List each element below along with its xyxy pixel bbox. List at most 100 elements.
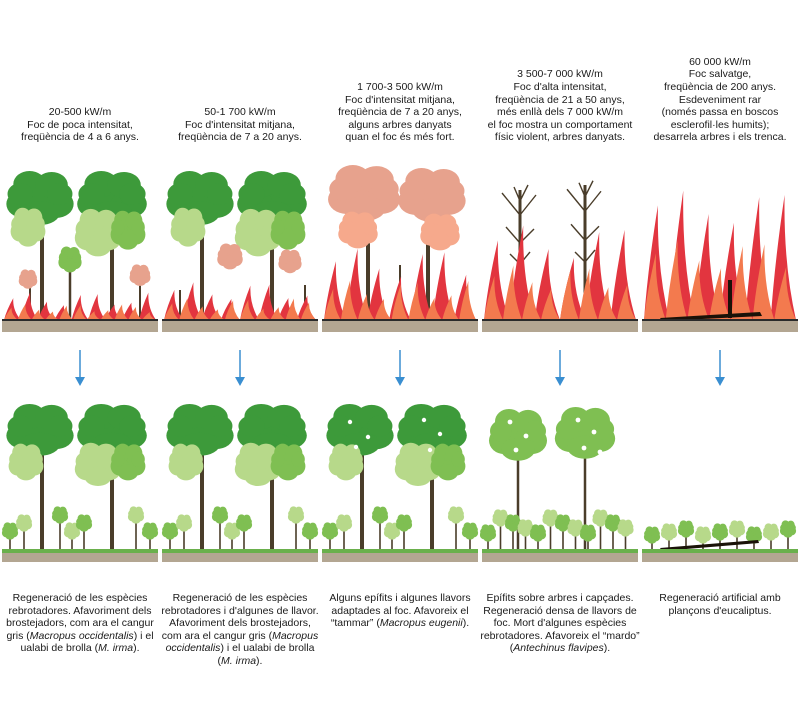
epiphyte	[353, 444, 359, 450]
ground	[482, 552, 638, 562]
sapling-crown	[235, 514, 253, 532]
tree-trunk	[200, 437, 204, 552]
species-name: Macropus occidentalis	[29, 629, 134, 642]
sapling	[383, 522, 401, 552]
sapling	[395, 514, 413, 552]
caption-text: ).	[133, 642, 140, 655]
sapling	[480, 524, 497, 552]
tree-trunk	[68, 260, 72, 320]
sapling	[211, 506, 229, 552]
sapling-crown	[335, 514, 353, 532]
ground-grass	[2, 549, 158, 553]
caption-text: Regeneració de les espècies rebrotadores…	[161, 592, 319, 642]
sapling	[335, 514, 353, 552]
sapling	[371, 506, 389, 552]
fire-intensity-caption: 20-500 kW/m Foc de poca intensitat, freq…	[21, 106, 139, 144]
epiphyte	[581, 445, 587, 451]
tree-crown	[74, 208, 122, 257]
epiphyte	[403, 484, 409, 490]
sapling-crown	[15, 514, 33, 532]
sapling	[461, 522, 479, 552]
sapling	[321, 522, 339, 552]
regime-column: 1 700-3 500 kW/m Foc d'intensitat mitjan…	[320, 0, 480, 719]
sapling-crown	[517, 519, 534, 537]
sapling-crown	[762, 523, 780, 541]
tree-crown	[110, 210, 146, 250]
sapling	[75, 514, 93, 552]
regeneration-scene	[642, 520, 798, 562]
sapling	[728, 520, 746, 552]
species-name: M. irma	[98, 642, 134, 655]
sapling-crown	[141, 522, 159, 540]
tree-crown	[420, 213, 460, 251]
sapling-crown	[728, 520, 746, 538]
epiphyte	[575, 417, 581, 423]
sapling-crown	[617, 519, 634, 537]
sapling	[711, 523, 729, 552]
species-name: M. irma	[221, 654, 257, 667]
sapling	[447, 506, 465, 552]
sapling-crown	[211, 506, 229, 524]
tree-crown	[270, 210, 306, 250]
regeneration-caption: Epífits sobre arbres i capçades. Regener…	[480, 592, 640, 655]
ground-grass	[162, 549, 318, 553]
tree-crown	[326, 403, 394, 456]
tree-trunk	[110, 437, 114, 552]
sapling-crown	[643, 526, 661, 544]
down-arrow-icon	[555, 350, 565, 386]
tree-trunk	[360, 437, 364, 552]
sapling	[592, 509, 609, 552]
sapling-crown	[51, 506, 69, 524]
tree-trunk	[200, 205, 204, 320]
regeneration-scene	[1, 403, 159, 562]
sapling-crown	[461, 522, 479, 540]
epiphyte	[591, 429, 597, 435]
regeneration-caption: Regeneració artificial amb plançons d'eu…	[640, 592, 800, 617]
tree-trunk	[139, 278, 141, 320]
fire-intensity-caption: 50-1 700 kW/m Foc d'intensitat mitjana, …	[178, 106, 302, 144]
flames	[324, 248, 476, 320]
tree-trunk	[40, 205, 44, 320]
caption-text: Epífits sobre arbres i capçades. Regener…	[480, 592, 640, 655]
species-name: Antechinus flavipes	[513, 642, 604, 655]
tree-trunk	[516, 442, 520, 552]
sapling	[161, 522, 179, 552]
fire-scene	[162, 171, 318, 332]
regeneration-caption: Regeneració de les espècies rebrotadores…	[160, 592, 320, 668]
flames-inner	[4, 304, 156, 320]
regime-column: 3 500-7 000 kW/m Foc d'alta intensitat, …	[480, 0, 640, 719]
tree-trunk	[270, 205, 274, 320]
epiphyte	[437, 431, 443, 437]
sapling-crown	[711, 523, 729, 541]
sapling-crown	[554, 514, 572, 532]
sapling-crown	[677, 520, 695, 538]
flames-inner	[164, 298, 316, 320]
sapling-crown	[529, 524, 547, 542]
sapling-crown	[175, 514, 193, 532]
tree-crown	[328, 443, 364, 481]
species-name: Macropus occidentalis	[165, 629, 319, 655]
flames	[164, 282, 316, 320]
down-arrow-icon	[235, 350, 245, 386]
regime-column: 50-1 700 kW/m Foc d'intensitat mitjana, …	[160, 0, 320, 719]
flames-inner	[644, 240, 796, 320]
epiphyte	[597, 449, 603, 455]
caption-text: ).	[603, 642, 611, 655]
epiphyte	[513, 447, 519, 453]
regime-column: 60 000 kW/m Foc salvatge, freqüència de …	[640, 0, 800, 719]
sapling	[677, 520, 695, 552]
tree-crown	[58, 246, 82, 273]
tree-crown	[10, 207, 46, 247]
sapling-crown	[779, 520, 797, 538]
sapling-crown	[492, 509, 509, 527]
epiphyte	[427, 447, 433, 453]
caption-text: Regeneració de les espècies rebrotadores…	[6, 592, 154, 642]
sapling-crown	[383, 522, 401, 540]
ground	[2, 552, 158, 562]
sapling	[141, 522, 159, 552]
sapling	[529, 524, 547, 552]
flames-inner	[324, 280, 476, 320]
tree-crown	[6, 171, 74, 225]
tree-trunk	[40, 437, 44, 552]
sapling	[517, 519, 534, 552]
